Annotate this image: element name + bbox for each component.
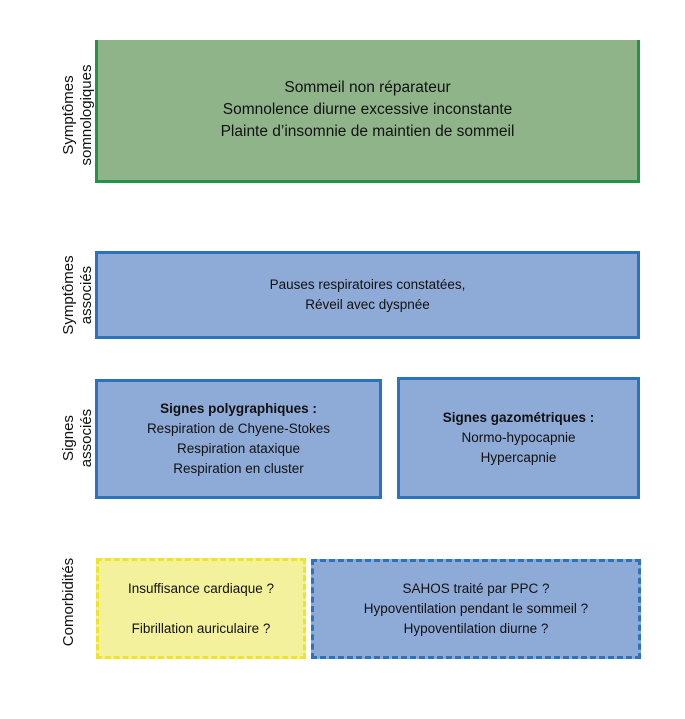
box-line: Pauses respiratoires constatées, xyxy=(269,277,466,292)
box-line: Plainte d’insomnie de maintien de sommei… xyxy=(220,123,515,140)
box-title: Signes gazométriques : xyxy=(442,410,595,425)
row-label-associated-signs: Signes associés xyxy=(60,378,100,498)
box-line: Hypoventilation pendant le sommeil ? xyxy=(363,601,589,616)
box-title: Signes polygraphiques : xyxy=(160,401,317,416)
gasometric-signs-box: Signes gazométriques : Normo-hypocapnie … xyxy=(397,377,640,499)
row-label-associated-symptoms: Symptômes associés xyxy=(60,235,100,355)
row-label-comorbidities: Comorbidités xyxy=(60,542,80,662)
row-label-line: Symptômes xyxy=(60,75,77,155)
box-line: Respiration ataxique xyxy=(176,441,301,456)
box-line: Respiration de Chyene-Stokes xyxy=(146,421,331,436)
polygraphic-signs-box: Signes polygraphiques : Respiration de C… xyxy=(95,379,382,499)
box-line: Somnolence diurne excessive inconstante xyxy=(222,101,513,118)
associated-symptoms-box: Pauses respiratoires constatées, Réveil … xyxy=(95,251,640,339)
row-label-line: somnologiques xyxy=(78,64,95,166)
box-line: Hypercapnie xyxy=(480,450,557,465)
box-line: Insuffisance cardiaque ? xyxy=(127,580,275,596)
box-line: SAHOS traité par PPC ? xyxy=(402,581,550,596)
row-label-line: Comorbidités xyxy=(60,557,77,647)
row-label-line: associés xyxy=(78,408,95,468)
box-line: Normo-hypocapnie xyxy=(461,430,576,445)
row-label-sleep-symptoms: Symptômes somnologiques xyxy=(60,55,100,175)
box-line: Réveil avec dyspnée xyxy=(305,297,430,312)
row-label-line: Symptômes xyxy=(60,255,77,335)
row-label-line: Signes xyxy=(60,415,77,461)
box-line: Fibrillation auriculaire ? xyxy=(131,620,271,636)
row-label-line: associés xyxy=(78,265,95,325)
box-line: Sommeil non réparateur xyxy=(284,79,451,96)
sleep-symptoms-box: Sommeil non réparateur Somnolence diurne… xyxy=(95,40,640,183)
box-line: Hypoventilation diurne ? xyxy=(403,621,549,636)
respiratory-comorbidities-box: SAHOS traité par PPC ? Hypoventilation p… xyxy=(311,559,641,659)
box-line: Respiration en cluster xyxy=(173,461,304,476)
cardiac-comorbidities-box: Insuffisance cardiaque ? Fibrillation au… xyxy=(96,558,306,659)
